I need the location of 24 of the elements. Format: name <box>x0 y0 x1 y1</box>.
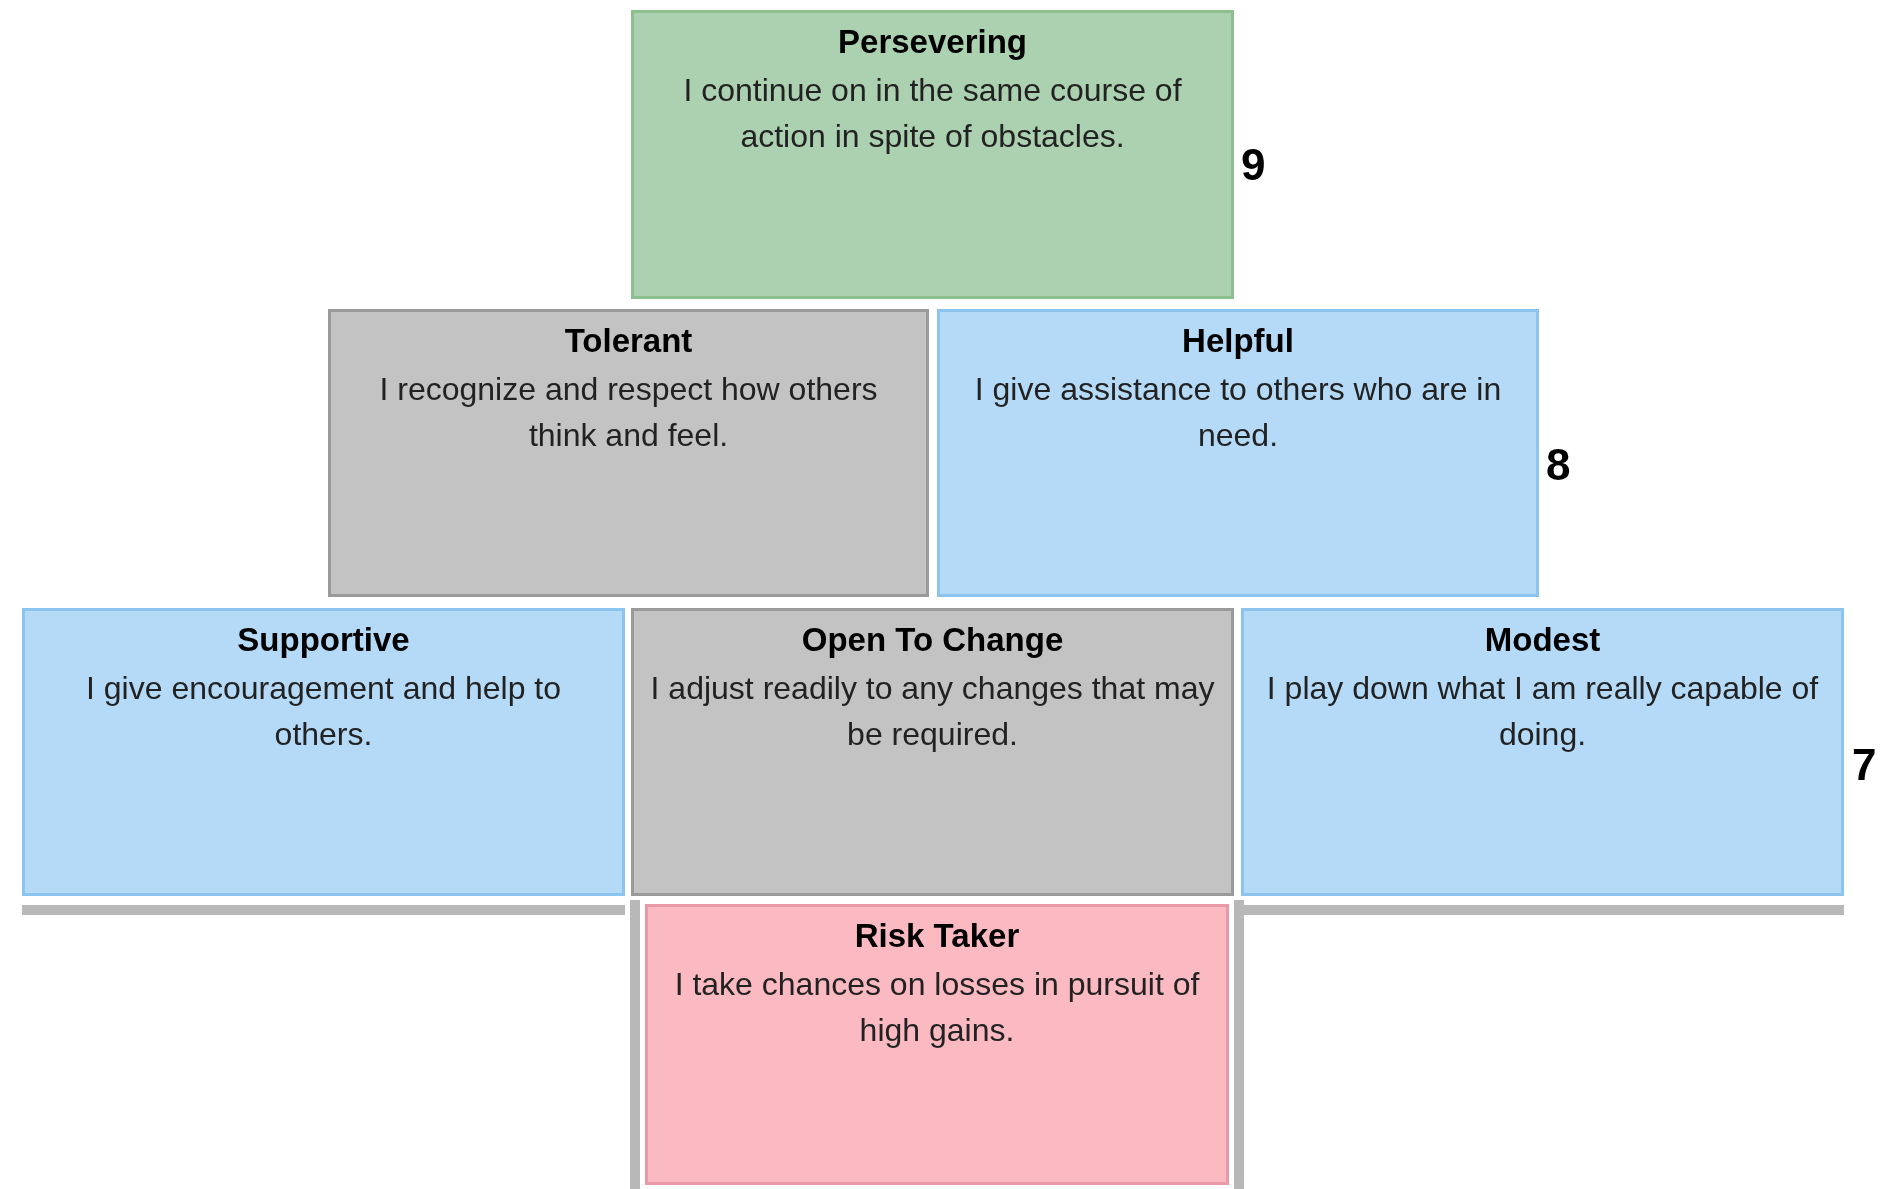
trait-card <box>1241 608 1844 896</box>
card-heading: Risk Taker <box>853 917 1021 955</box>
trait-card <box>631 10 1234 299</box>
card-description: I take chances on losses in pursuit of high gains. <box>673 965 1201 1050</box>
level-number: 8 <box>1546 440 1571 490</box>
trait-card <box>645 904 1229 1185</box>
trait-card <box>22 608 625 896</box>
level-number: 7 <box>1852 740 1877 790</box>
card-heading: Persevering <box>837 23 1028 61</box>
card-heading: Supportive <box>236 621 411 659</box>
card-heading: Tolerant <box>563 322 694 360</box>
card-description: I recognize and respect how others think and feel. <box>378 370 879 455</box>
trait-card <box>631 608 1234 896</box>
level-number: 9 <box>1241 140 1266 190</box>
card-description: I continue on in the same course of action in spite of obstacles. <box>682 71 1183 156</box>
trait-card <box>328 309 929 597</box>
card-description: I play down what I am really capable of doing. <box>1265 669 1820 754</box>
card-description: I give assistance to others who are in need. <box>973 370 1503 455</box>
card-description: I adjust readily to any changes that may be required. <box>649 669 1216 754</box>
card-heading: Helpful <box>1181 322 1295 360</box>
trait-card <box>937 309 1539 597</box>
card-heading: Open To Change <box>800 621 1065 659</box>
card-description: I give encouragement and help to others. <box>85 669 562 754</box>
card-heading: Modest <box>1483 621 1602 659</box>
